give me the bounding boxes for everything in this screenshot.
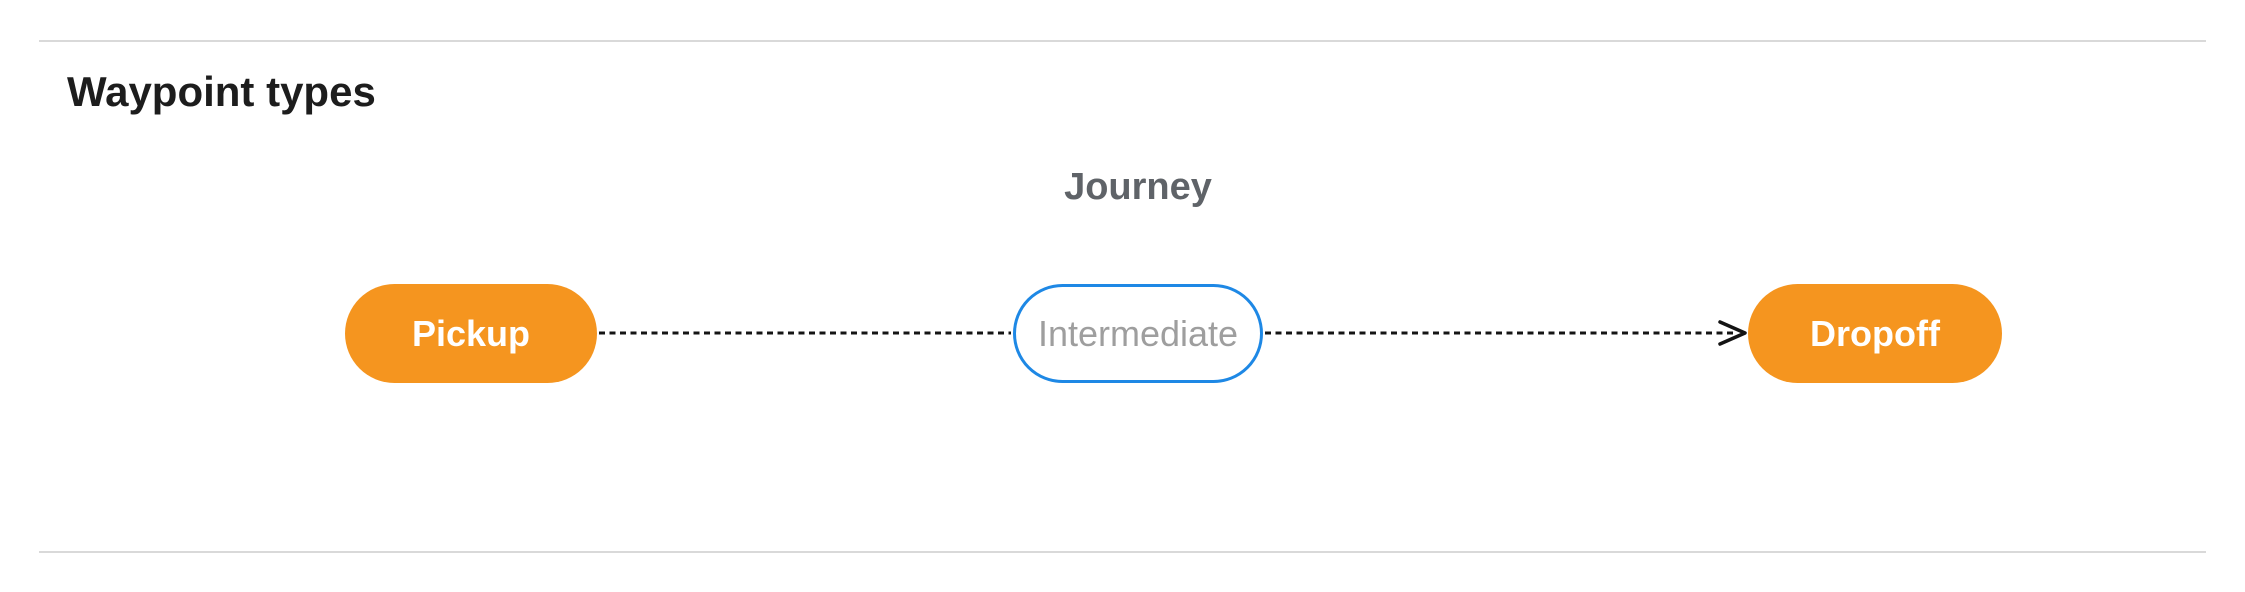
node-dropoff: Dropoff xyxy=(1748,284,2002,383)
node-pickup: Pickup xyxy=(345,284,597,383)
top-divider xyxy=(39,40,2206,42)
node-intermediate: Intermediate xyxy=(1013,284,1263,383)
bottom-divider xyxy=(39,551,2206,553)
arrowhead-icon xyxy=(1718,320,1747,346)
journey-group-label: Journey xyxy=(1064,166,1212,208)
section-title: Waypoint types xyxy=(67,68,376,115)
